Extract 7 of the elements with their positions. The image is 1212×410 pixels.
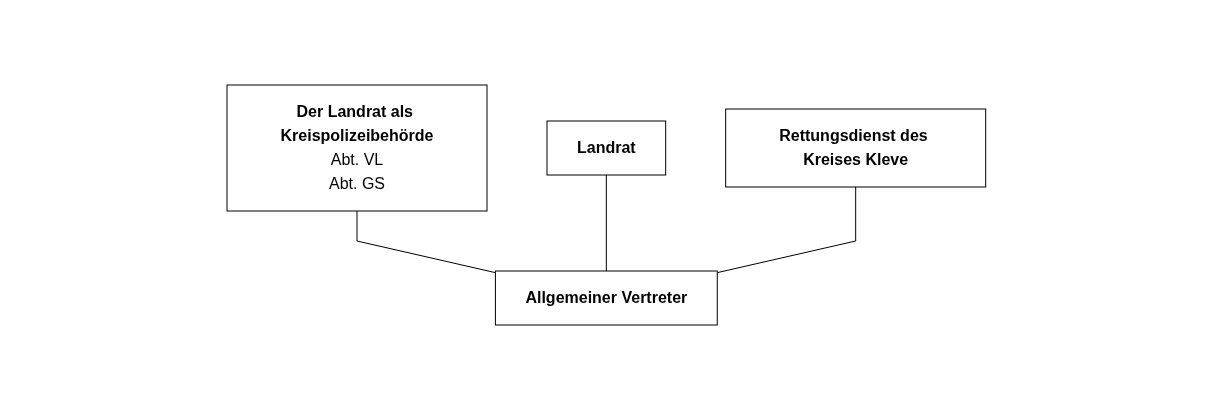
connector	[356, 210, 496, 274]
node-box: Allgemeiner Vertreter	[494, 270, 718, 326]
node-box: Der Landrat als Kreispolizeibehörde Abt. VL Abt. GS	[226, 84, 488, 212]
node-box: Rettungsdienst des Kreises Kleve	[724, 108, 986, 188]
node-box: Landrat	[546, 120, 666, 176]
connector	[716, 186, 856, 274]
connector	[605, 174, 607, 272]
